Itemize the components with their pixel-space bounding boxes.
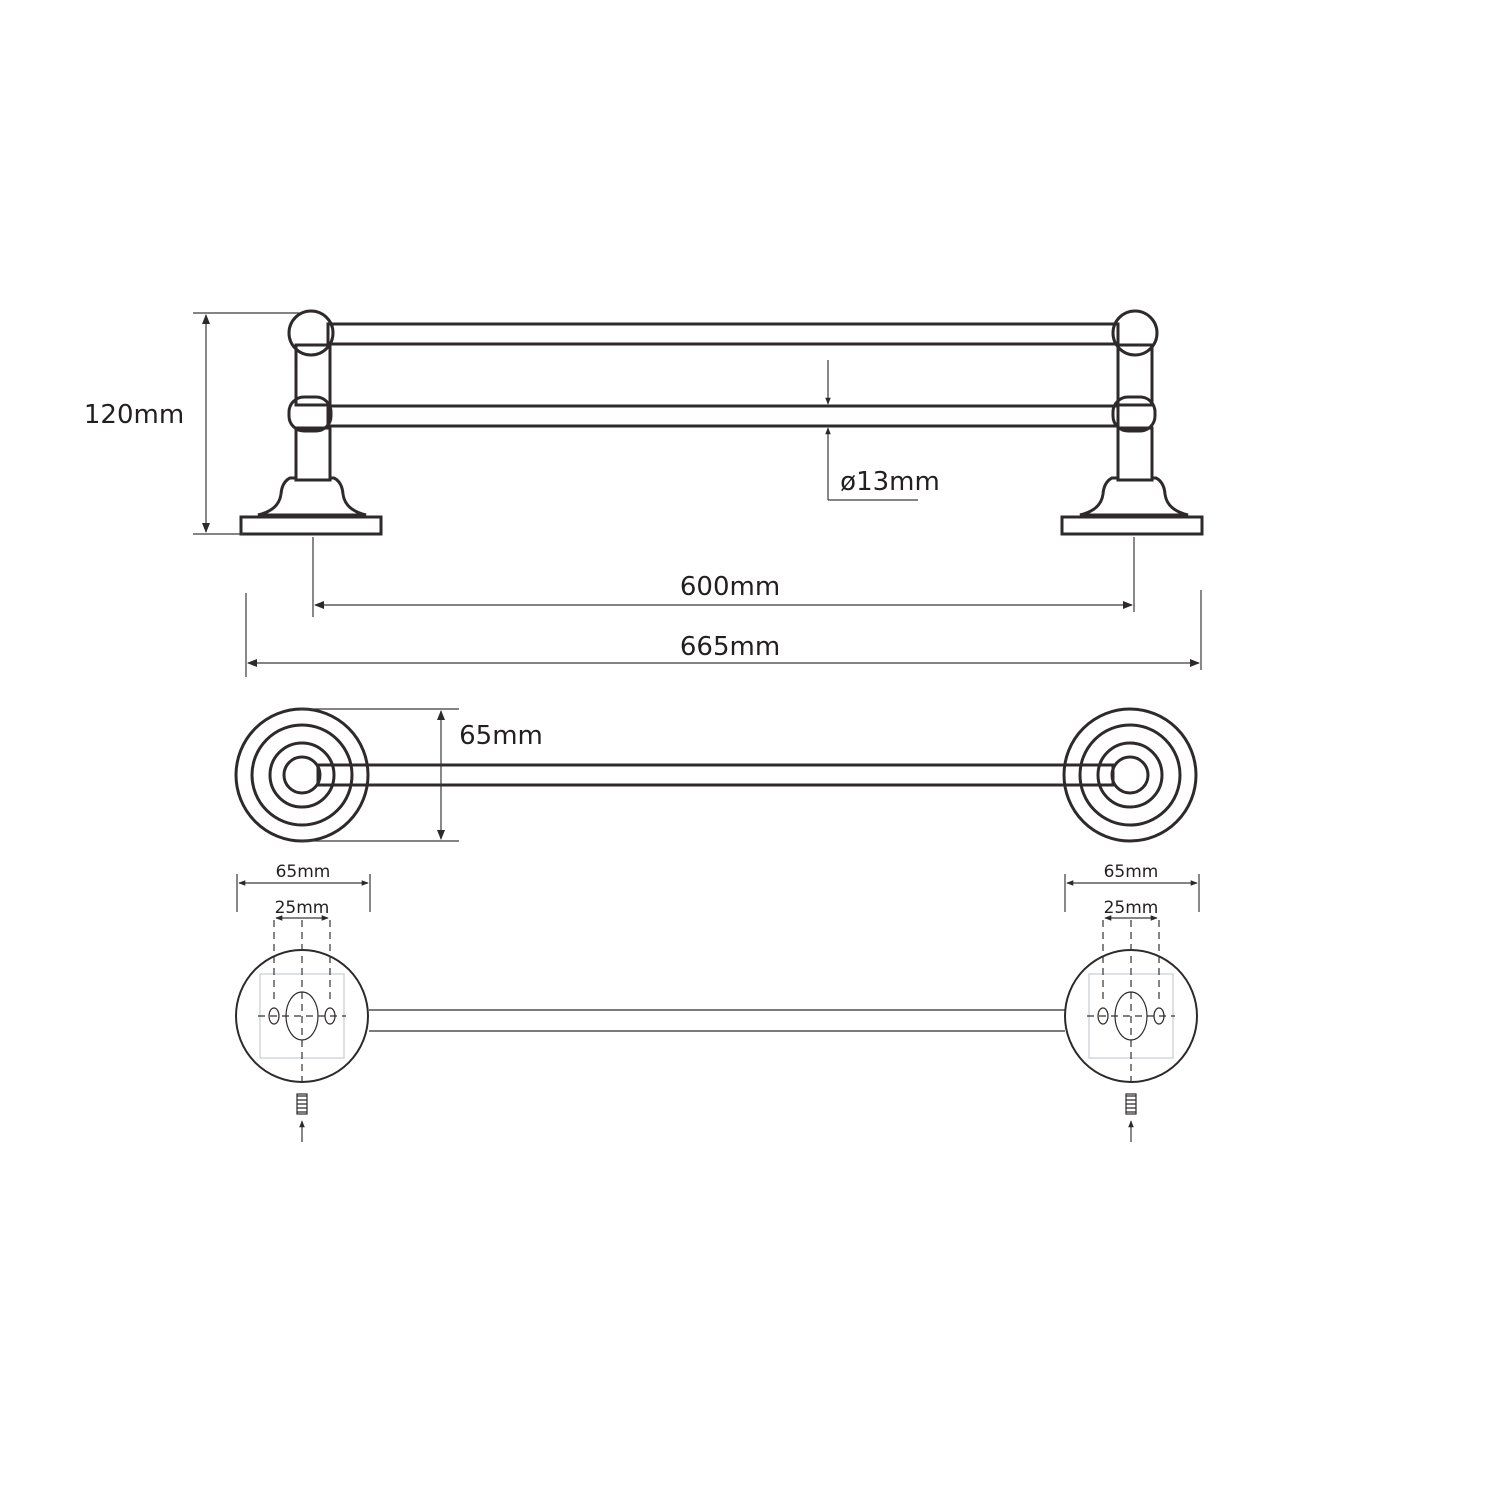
diameter-dimension: ø13mm [825, 360, 940, 501]
bar-span-label: 600mm [680, 572, 780, 602]
top-view-diameter-dimension: 65mm [300, 708, 543, 842]
overall-length-dimension: 665mm [245, 590, 1202, 677]
diameter-label: ø13mm [840, 467, 940, 497]
right-post [1060, 309, 1204, 536]
left-post [239, 309, 383, 536]
top-view-bar [316, 763, 1115, 787]
right-base-width-label: 65mm [1104, 862, 1159, 882]
left-set-screw-icon [296, 1093, 308, 1115]
overall-length-label: 665mm [680, 632, 780, 662]
right-hole-spacing-label: 25mm [1104, 898, 1159, 918]
right-set-screw-icon [1125, 1093, 1137, 1115]
right-base-dimensions: 65mm 25mm [1064, 862, 1200, 921]
right-rosette [1062, 707, 1198, 843]
top-view-diameter-label: 65mm [459, 721, 543, 751]
bar-span-dimension: 600mm [312, 537, 1135, 617]
front-view: 120mm ø13mm 600mm 665mm [84, 309, 1204, 677]
height-dimension: 120mm [84, 312, 300, 535]
upper-bar [326, 322, 1120, 346]
top-view: 65mm [234, 707, 1198, 843]
left-mounting-base [235, 920, 369, 1142]
height-label: 120mm [84, 400, 184, 430]
left-rosette [234, 707, 370, 843]
left-base-width-label: 65mm [276, 862, 331, 882]
left-hole-spacing-label: 25mm [275, 898, 330, 918]
left-base-dimensions: 65mm 25mm [236, 862, 371, 921]
mounting-view: 65mm 25mm 65mm 25mm [235, 862, 1200, 1142]
lower-bar [326, 404, 1120, 428]
right-mounting-base [1064, 920, 1198, 1142]
